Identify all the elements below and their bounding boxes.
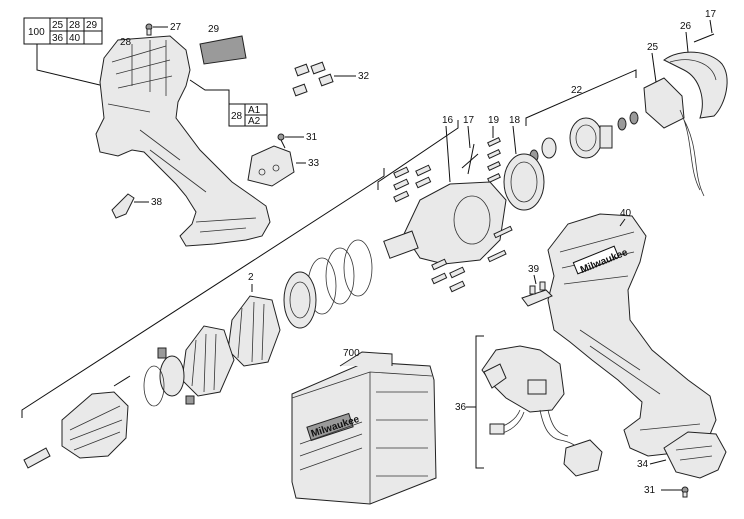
sub-table: 28 A1 A2 (189, 79, 268, 127)
clip-39: 39 (521, 264, 553, 307)
callout-17: 17 (463, 115, 475, 126)
end-cap-26: 26 (663, 21, 728, 119)
sub-table-cell: A2 (248, 116, 261, 127)
front-assembly-2: 2 (21, 168, 385, 469)
callout-29: 29 (208, 24, 220, 35)
callout-27: 27 (170, 22, 182, 33)
callout-31: 31 (306, 132, 318, 143)
callout-28: 28 (120, 37, 132, 48)
switch-assembly-36: 36 (455, 335, 603, 477)
lever-38: 38 (111, 193, 163, 219)
callout-25: 25 (647, 42, 659, 53)
housing-half-40: Milwaukee 40 (547, 208, 717, 457)
kit-table-main: 100 (28, 27, 45, 38)
battery-latch-34: 34 (637, 431, 727, 479)
callout-33: 33 (308, 158, 320, 169)
callout-700: 700 (343, 348, 360, 359)
screw-17-top: 17 (693, 9, 717, 43)
carrying-case-700: Milwaukee 700 (291, 348, 437, 505)
callout-22: 22 (571, 85, 583, 96)
board-25: 25 (643, 42, 705, 197)
kit-table-cell: 40 (69, 33, 81, 44)
kit-table: 100 25 28 29 36 40 (23, 17, 105, 87)
screw-31-upper: 31 (277, 132, 318, 149)
callout-34: 34 (637, 459, 649, 470)
callout-40: 40 (620, 208, 632, 219)
callout-38: 38 (151, 197, 163, 208)
sub-table-cell: A1 (248, 105, 261, 116)
screw-27: 27 (145, 22, 182, 36)
callout-19: 19 (488, 115, 500, 126)
pins-19: 19 (487, 115, 501, 184)
label-plate-29: 29 (199, 24, 247, 65)
ring-gear-18: 18 (503, 115, 545, 211)
callout-31: 31 (644, 485, 656, 496)
sub-table-main: 28 (231, 111, 243, 122)
callout-16: 16 (442, 115, 454, 126)
bracket-33: 33 (247, 145, 320, 187)
callout-17: 17 (705, 9, 717, 20)
pins-group (393, 164, 513, 293)
callout-2: 2 (248, 272, 254, 283)
kit-table-cell: 29 (86, 20, 98, 31)
gearbox-16: 16 (377, 115, 507, 265)
screw-31-lower: 31 (644, 485, 689, 498)
clips-32: 32 (292, 61, 370, 97)
callout-18: 18 (509, 115, 521, 126)
rotor-22: 22 (525, 69, 639, 163)
callout-32: 32 (358, 71, 370, 82)
kit-table-cell: 25 (52, 20, 64, 31)
callout-26: 26 (680, 21, 692, 32)
housing-half-28: 28 (95, 35, 271, 247)
kit-table-cell: 28 (69, 20, 81, 31)
kit-table-cell: 36 (52, 33, 64, 44)
callout-39: 39 (528, 264, 540, 275)
screw-17-mid: 17 (461, 115, 479, 175)
callout-36: 36 (455, 402, 467, 413)
